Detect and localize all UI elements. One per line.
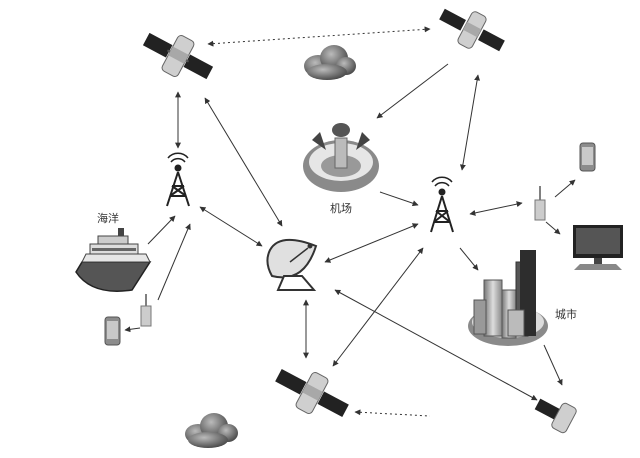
link-dish-sat4 [334,289,538,401]
city-icon [468,250,548,346]
link-tower-sea-dish [199,206,263,247]
satellite-dish [266,239,318,291]
link-airport-tower [379,191,419,207]
computer-icon [573,225,623,270]
antenna-mast-city [534,186,546,221]
antenna-mast-sea [140,294,152,327]
link-sat2-tower-city [459,74,481,171]
link-sat3-tower [332,247,424,367]
link-phone-mast [124,326,141,333]
label-airport: 机场 [330,201,352,215]
satellite-bottom-right [534,398,577,434]
link-sat2-airport [376,63,449,119]
link-sat1-sat2 [207,26,431,47]
link-sat1-dish [204,97,283,227]
label-sea: 海洋 [97,211,119,225]
satellite-bottom [275,368,349,418]
radio-tower-city [430,176,454,233]
ship-icon [75,228,152,292]
link-tower-phone [554,179,576,198]
cloud-bottom [185,413,238,448]
mobile-phone-right [579,142,596,172]
satellite-top-right [439,8,505,52]
label-city: 城市 [555,307,577,321]
link-ship-tower [147,215,176,245]
link-mast-tower-sea [157,223,191,301]
link-mast-computer [545,221,561,235]
connection-lines [124,26,576,417]
radio-tower-sea [166,152,190,207]
cloud-top [304,45,356,80]
link-tower-mast [469,201,523,216]
link-city-sat4 [543,344,563,386]
link-sat3-sat4 [354,409,431,417]
mobile-phone-left [104,316,121,346]
satellite-top-left [142,32,214,80]
link-tower-dish [324,223,419,263]
link-tower-city [459,247,479,271]
airport-icon [303,123,379,192]
